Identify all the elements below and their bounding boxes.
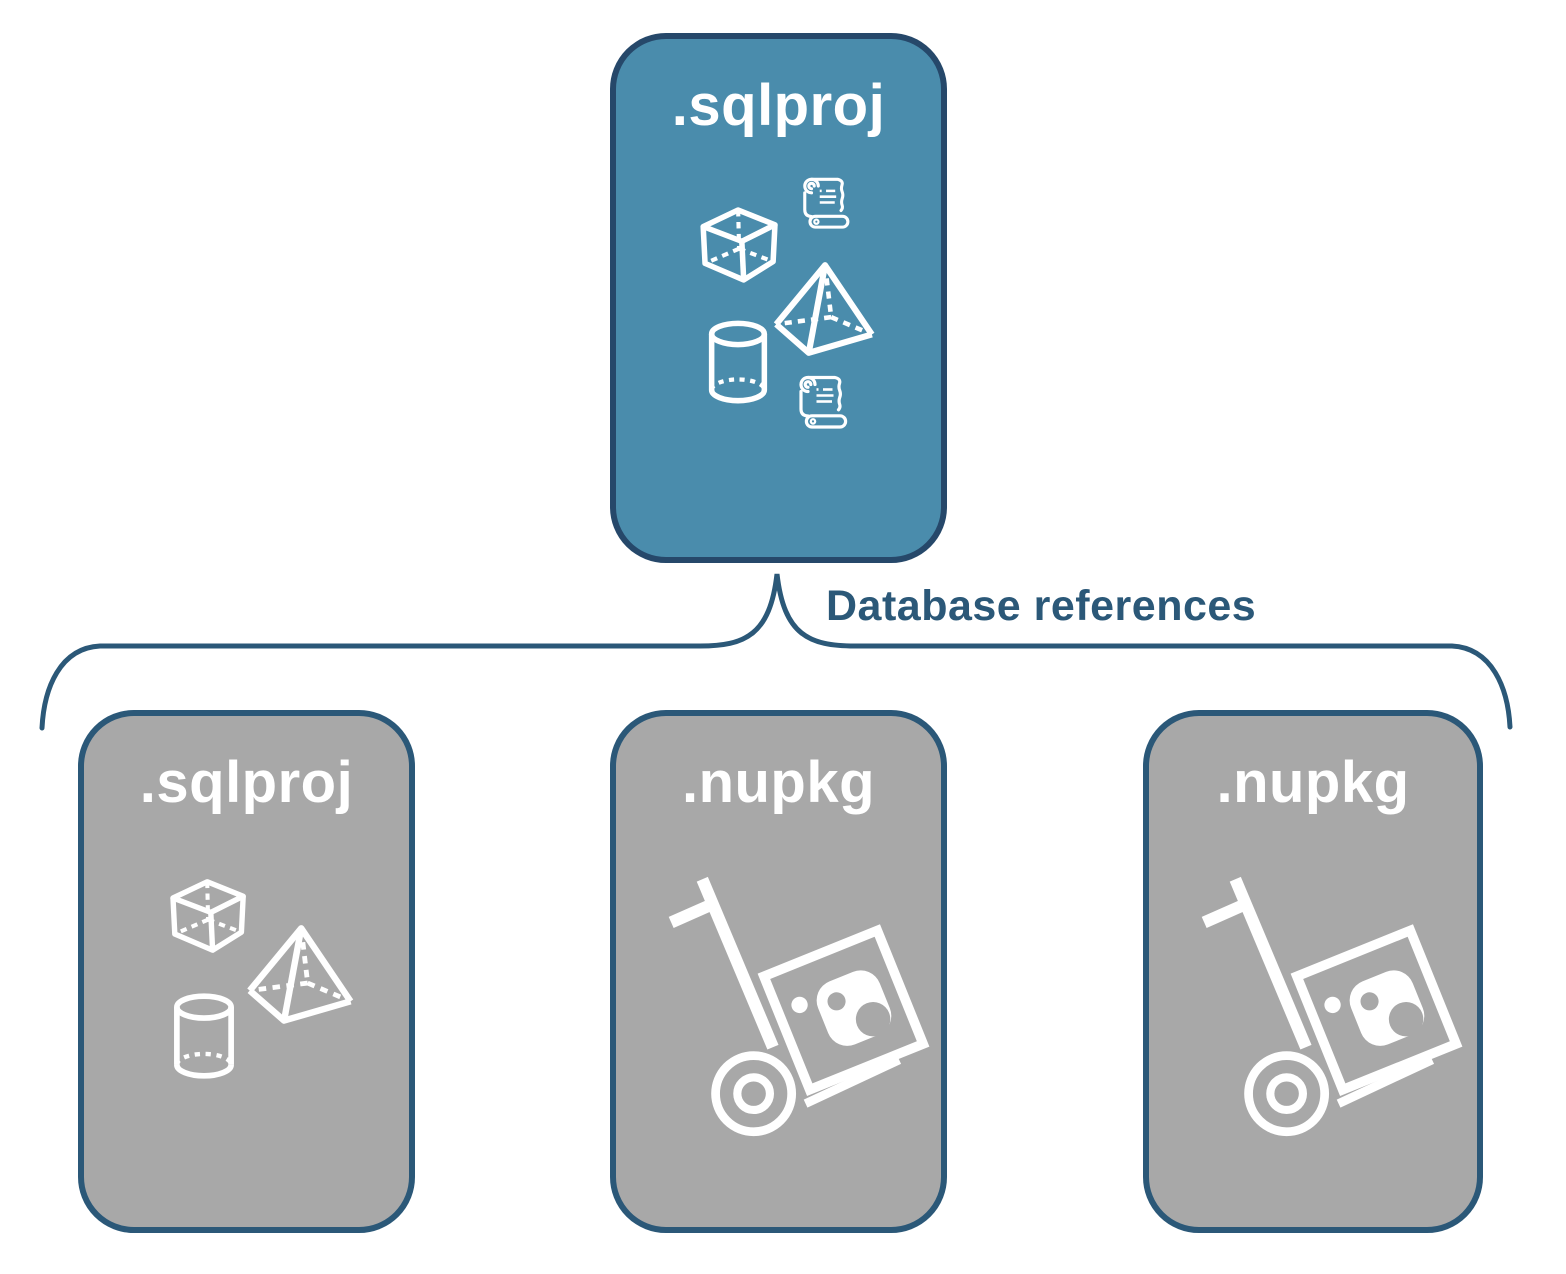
scroll-icon xyxy=(794,371,854,431)
hand-truck-package-icon xyxy=(1177,856,1479,1158)
root-sqlproj-node: .sqlproj xyxy=(610,33,947,563)
node-title: .sqlproj xyxy=(139,750,354,815)
scroll-icon xyxy=(798,173,856,231)
node-title: .nupkg xyxy=(1216,750,1410,815)
node-title: .sqlproj xyxy=(671,73,886,138)
cube-icon xyxy=(694,199,786,291)
node-title: .nupkg xyxy=(681,750,876,815)
ref-sqlproj-node: .sqlproj xyxy=(78,710,415,1233)
cylinder-icon xyxy=(169,992,239,1080)
cylinder-icon xyxy=(704,319,772,405)
ref-nupkg-node: .nupkg xyxy=(1143,710,1483,1233)
hand-truck-package-icon xyxy=(644,856,946,1158)
database-references-label: Database references xyxy=(826,582,1257,630)
pyramid-icon xyxy=(766,261,878,358)
pyramid-icon xyxy=(239,924,357,1026)
ref-nupkg-node: .nupkg xyxy=(610,710,947,1233)
cube-icon xyxy=(164,871,254,961)
